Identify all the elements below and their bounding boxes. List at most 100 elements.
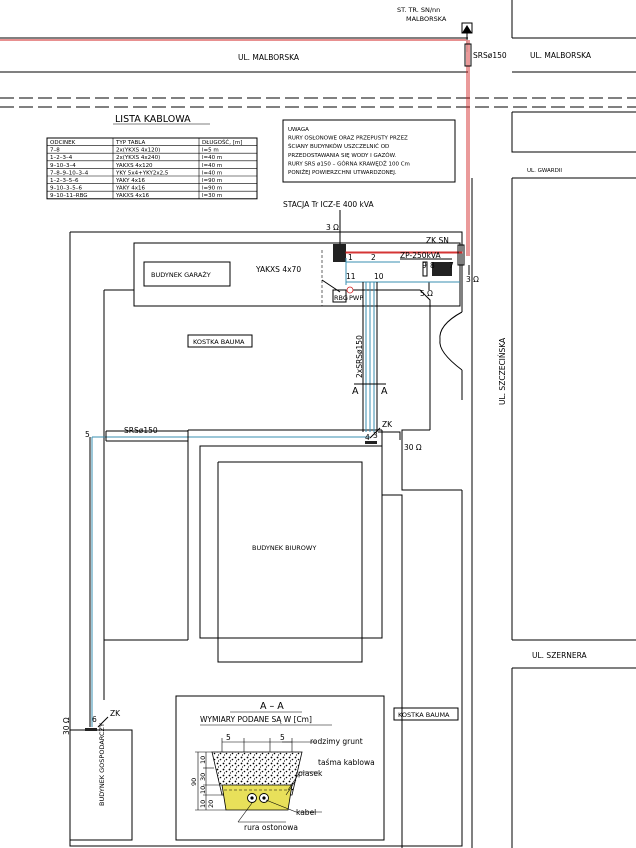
yakxs-label: YAKXS 4x70 — [255, 265, 301, 274]
site-boundary — [69, 231, 463, 848]
srs-vertical-label: 2xSRSø150 — [355, 335, 364, 378]
station-label: STACJA Tr ICZ-E 400 kVA — [283, 200, 375, 209]
srs-top-label: SRSø150 — [473, 51, 507, 60]
zk-low-label: ZK — [110, 709, 121, 718]
cable-list: LISTA KABLOWA ODCINEK TYP TABLA DŁUGOŚĆ, [… — [46, 114, 258, 200]
utility-building: BUDYNEK GOSPODARCZY 30 Ω ZK — [62, 709, 133, 841]
legend-pipe: rura ostonowa — [244, 823, 298, 832]
node-5: 5 — [85, 430, 90, 439]
node-1: 1 — [348, 253, 353, 262]
street-label-gwardii: UL. GWARDII — [527, 168, 562, 174]
node-2: 2 — [371, 253, 376, 262]
utility-label: BUDYNEK GOSPODARCZY — [98, 723, 106, 806]
ohm-30-low: 30 Ω — [62, 717, 71, 735]
dim-20: 20 — [207, 800, 215, 808]
garage-building: BUDYNEK GARAŻY YAKXS 4x70 — [133, 242, 461, 307]
zk-sn-label: ZK SN — [426, 236, 449, 245]
cable-table-cell: YKY 5x4+YKY2x2,5 — [115, 170, 169, 176]
cable-table-header: DŁUGOŚĆ, [m] — [202, 139, 242, 146]
dim-5-b: 5 — [280, 733, 285, 742]
zp-label: ZP-250kVA — [400, 251, 442, 260]
zk-junction-mid: ZK 30 Ω — [365, 420, 422, 452]
legend-tape: taśma kablowa — [318, 758, 375, 767]
note-line: PONIŻEJ POWIERZCHNI UTWARDZONEJ. — [288, 169, 397, 176]
pwp-label: PWP — [349, 294, 363, 302]
srs-left-label: SRSø150 — [124, 426, 158, 435]
cable-table-cell: YAKY 4x16 — [115, 178, 145, 184]
cable-table-cell: YAKXS 4x16 — [115, 193, 150, 199]
dim-5-a: 5 — [226, 733, 231, 742]
note-line: PRZEDOSTAWANIA SIĘ WODY I GAZÓW. — [288, 152, 396, 159]
cable-table-cell: 9–10–3–5–6 — [50, 186, 82, 192]
node-4: 4 — [365, 433, 370, 442]
cable-table-cell: l=40 m — [202, 170, 222, 176]
street-label-szczecinska: UL. SZCZECIŃSKA — [498, 337, 507, 405]
node-10: 10 — [374, 272, 384, 281]
rbg-label: RBG — [334, 294, 348, 302]
cable-table-cell: 2x(YKXS 4x120) — [116, 148, 160, 154]
station-top-label-2: MALBORSKA — [406, 15, 447, 23]
cable-table-cell: l=90 m — [202, 178, 222, 184]
cable-table-cell: l=90 m — [202, 186, 222, 192]
station-top-label: ST. TR. SN/nn — [397, 6, 440, 14]
section-a-left: A — [352, 386, 359, 397]
section-a-a: A – A WYMIARY PODANE SĄ W [Cm] 5 5 90 10… — [175, 695, 385, 841]
ohm-3-right: 3 Ω — [466, 275, 479, 284]
ohm-3-top: 3 Ω — [326, 223, 339, 232]
cable-table-cell: l=40 m — [202, 163, 222, 169]
dims-title: WYMIARY PODANE SĄ W [Cm] — [200, 715, 312, 724]
legend-soil: rodzimy grunt — [310, 737, 363, 746]
kostka-bottom-label: KOSTKA BAUMA — [398, 711, 450, 719]
cable-table-cell: 9–10–3–4 — [50, 163, 76, 169]
cable-table-header: ODCINEK — [50, 140, 76, 146]
note-line: RURY SRS ø150 – GÓRNA KRAWĘDŹ 100 Cm — [288, 159, 410, 167]
dim-90: 90 — [190, 778, 198, 786]
garage-label: BUDYNEK GARAŻY — [151, 270, 211, 279]
cable-table-cell: l=40 m — [202, 155, 222, 161]
cable-table-cell: 2x(YKXS 4x240) — [116, 155, 160, 161]
cable-table-cell: 7–8–9–10–3–4 — [50, 170, 89, 176]
node-6: 6 — [92, 715, 97, 724]
office-label: BUDYNEK BIUROWY — [252, 544, 316, 552]
node-8: 8 — [430, 261, 435, 270]
dim-30: 30 — [199, 773, 207, 781]
dim-10-c: 10 — [199, 800, 207, 808]
dim-10-a: 10 — [199, 756, 207, 764]
legend-cable: kabel — [296, 808, 316, 817]
office-building: BUDYNEK BIUROWY — [199, 445, 383, 663]
cable-table-cell: 1–2–3–5–6 — [50, 178, 79, 184]
section-a-right: A — [381, 386, 388, 397]
ohm-5: 5 Ω — [420, 289, 433, 298]
cable-table-header: TYP TABLA — [115, 140, 145, 146]
zk-mid-label: ZK — [382, 420, 393, 429]
legend-sand: piasek — [298, 769, 323, 778]
note-line: ŚCIANY BUDYNKÓW USZCZELNIĆ OD — [288, 143, 389, 150]
dim-10-b: 10 — [199, 786, 207, 794]
cable-table-cell: 1–2–3–4 — [50, 155, 73, 161]
street-label-szerner: UL. SZERNERA — [532, 651, 588, 660]
cable-table-cell: l=5 m — [202, 148, 219, 154]
transformer-station: STACJA Tr ICZ-E 400 kVA 3 Ω ZK SN 3 Ω ZP… — [283, 200, 479, 303]
node-3: 3 — [373, 431, 378, 440]
node-7: 7 — [449, 261, 454, 270]
section-title: A – A — [260, 701, 284, 712]
cable-table-cell: YAKY 4x16 — [115, 186, 145, 192]
supply-transformer-top: ST. TR. SN/nn MALBORSKA SRSø150 — [0, 6, 507, 256]
note-line: UWAGA — [288, 127, 309, 133]
node-11: 11 — [346, 272, 356, 281]
cable-table-cell: 9–10–11–RBG — [50, 193, 88, 199]
kostka-top-label: KOSTKA BAUMA — [193, 338, 245, 346]
street-label-malborska-right: UL. MALBORSKA — [530, 51, 592, 60]
cable-table-cell: l=30 m — [202, 193, 222, 199]
cable-list-title: LISTA KABLOWA — [115, 114, 191, 125]
cable-table-cell: YAKXS 4x120 — [115, 163, 153, 169]
street-label-malborska-left: UL. MALBORSKA — [238, 53, 300, 62]
ohm-30-mid: 30 Ω — [404, 443, 422, 452]
cable-routes — [89, 258, 460, 727]
node-9: 9 — [422, 261, 427, 270]
